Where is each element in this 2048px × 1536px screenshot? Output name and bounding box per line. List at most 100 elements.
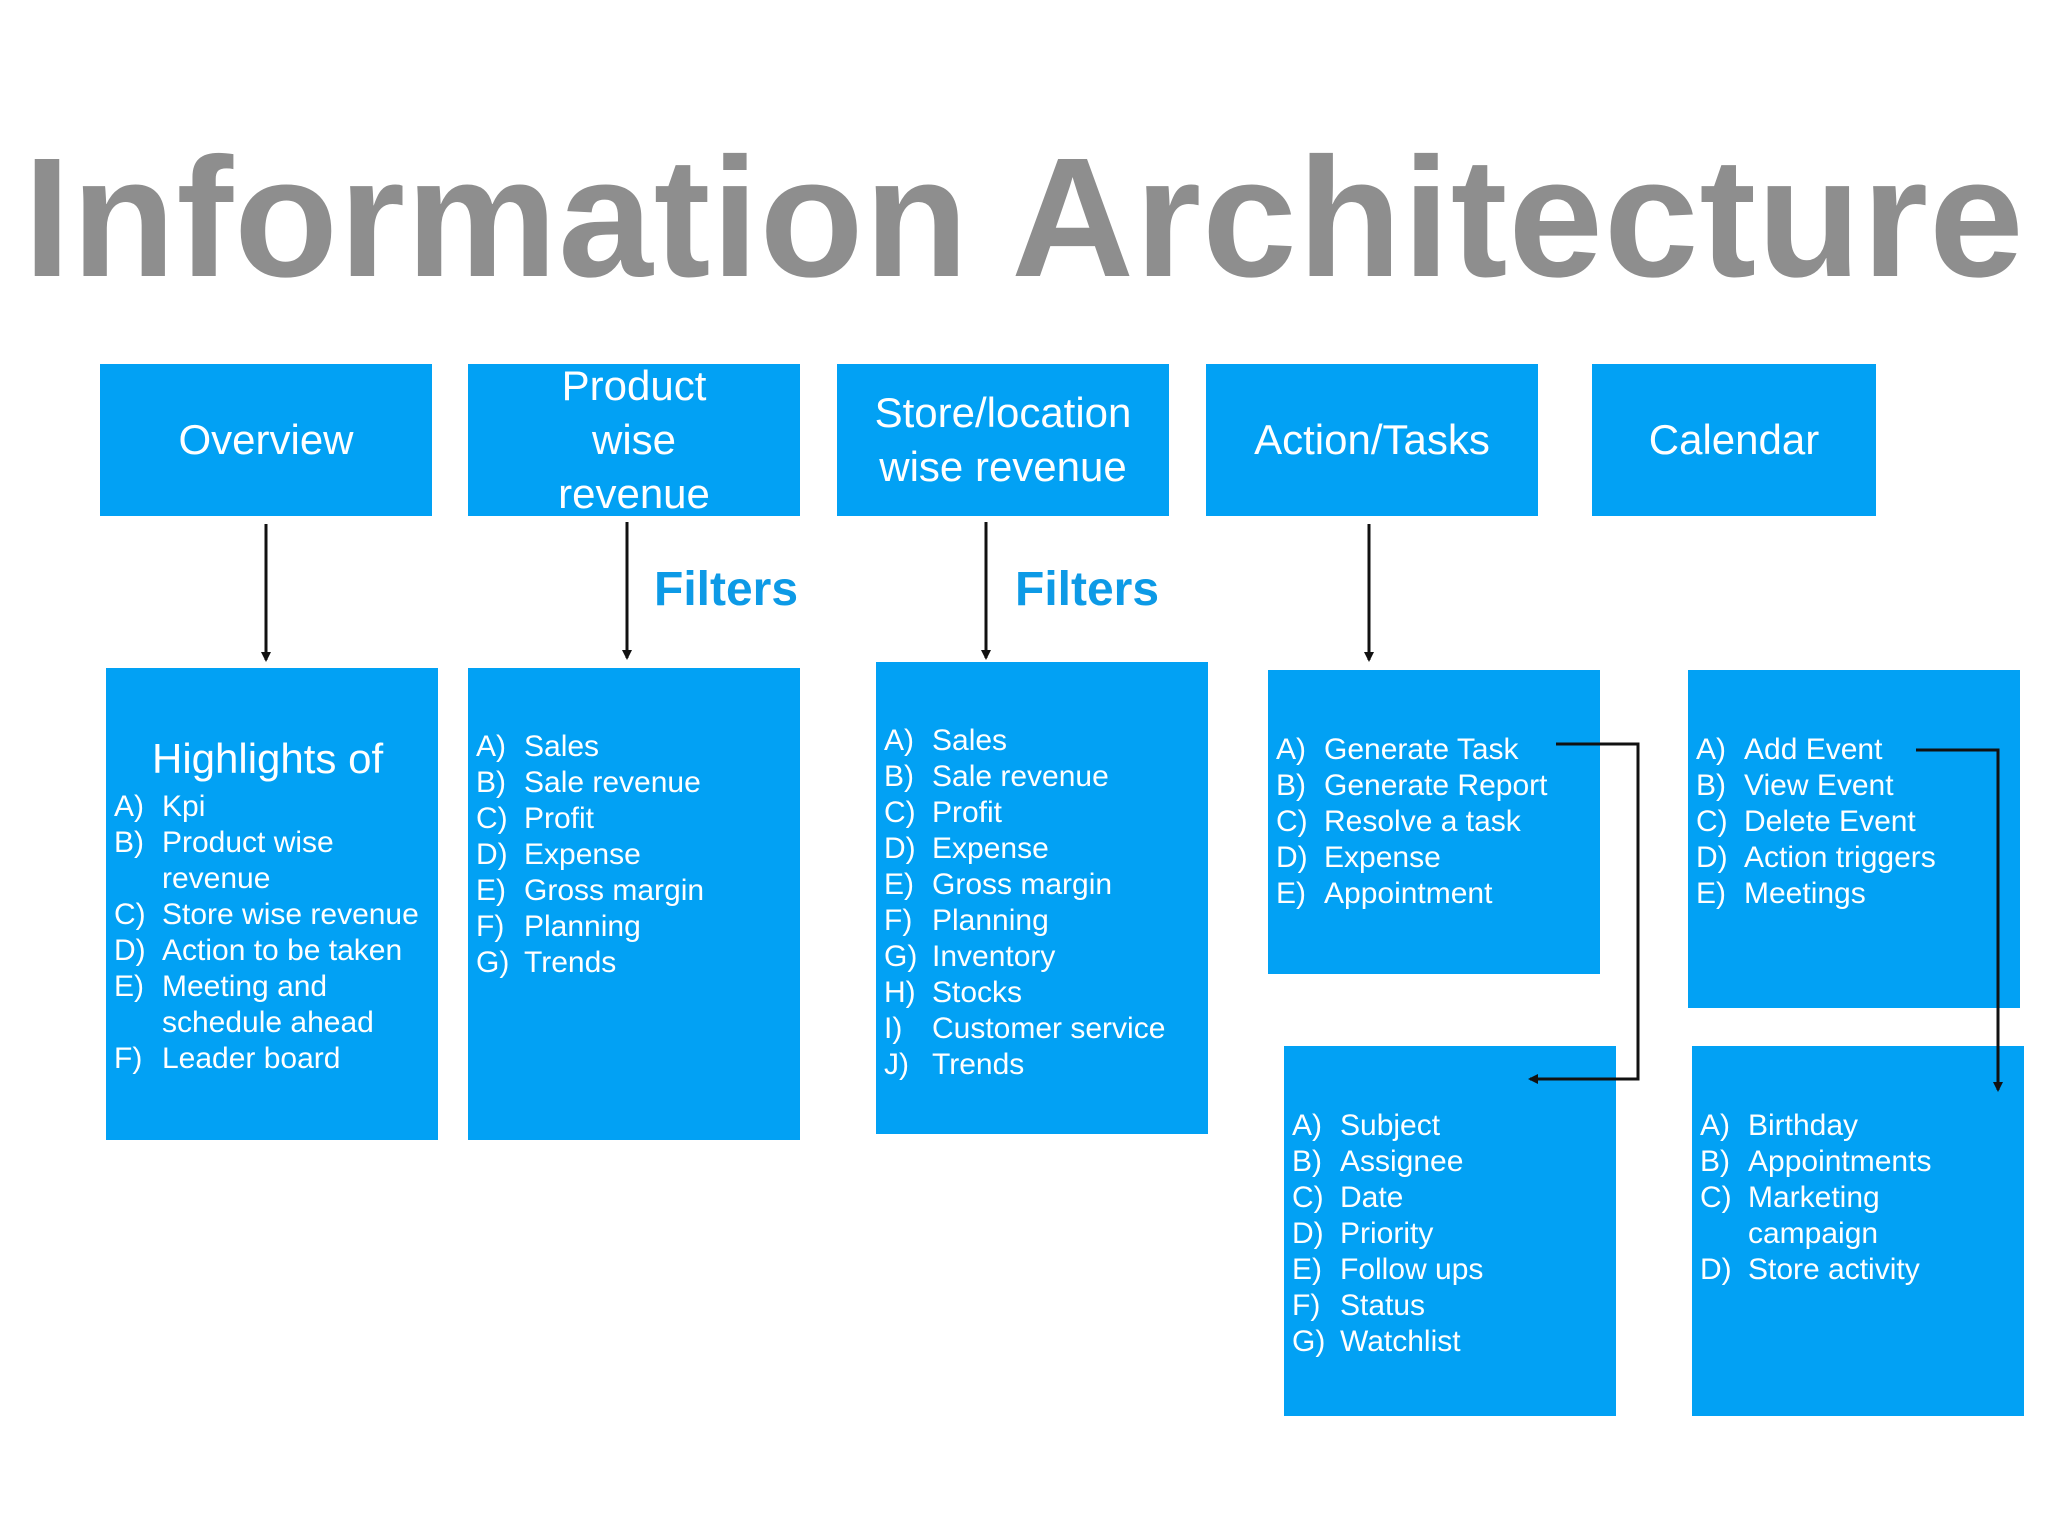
list-item: C)Date (1292, 1180, 1608, 1216)
list-item: D)Action to be taken (114, 933, 430, 969)
item-marker: C) (476, 802, 508, 835)
item-text: Watchlist (1340, 1325, 1461, 1358)
item-marker: C) (884, 796, 916, 829)
item-text: Expense (932, 832, 1049, 865)
list-item: A)Add Event (1696, 732, 2012, 768)
item-marker: F) (476, 910, 505, 943)
item-text: Planning (932, 904, 1049, 937)
list-item: C)Profit (884, 795, 1200, 831)
list-item: E) Gross margin (476, 873, 792, 909)
item-marker: B) (1696, 769, 1726, 802)
item-text: Expense (524, 838, 641, 871)
list-item: I)Customer service (884, 1011, 1200, 1047)
item-text: Expense (1324, 841, 1441, 874)
list-item: A)Sales (476, 729, 792, 765)
item-marker: E) (1292, 1253, 1322, 1286)
item-text: Generate Task (1324, 733, 1519, 766)
item-marker: D) (1700, 1253, 1732, 1286)
item-marker: C) (1696, 805, 1728, 838)
list-item: C) Profit (476, 801, 792, 837)
product-detail-box: A)Sales B)Sale revenue C)Profit D)Expens… (468, 668, 800, 1140)
item-marker: A) (1276, 733, 1306, 766)
item-marker: D) (476, 838, 508, 871)
list-item: A)Birthday (1700, 1108, 2016, 1144)
item-marker: B) (476, 766, 506, 799)
product-filters-label: Filters (654, 563, 799, 616)
item-text: View Event (1744, 769, 1894, 802)
store-filters-label: Filters (1015, 563, 1160, 616)
item-text: Date (1340, 1181, 1404, 1214)
item-marker: F) (114, 1042, 143, 1075)
list-item: F)Leader board (114, 1041, 430, 1077)
arrow-task-to-fields (1528, 742, 1640, 1084)
item-text: Sale revenue (932, 760, 1109, 793)
item-text: Gross margin (524, 874, 705, 907)
list-item: A)Kpi (114, 789, 430, 825)
item-marker: E) (1276, 877, 1306, 910)
item-marker: E) (884, 868, 914, 901)
item-text: Trends (932, 1048, 1025, 1081)
item-text: Meeting and schedule ahead (162, 970, 374, 1039)
item-marker: A) (476, 730, 506, 763)
item-marker: G) (884, 940, 918, 973)
item-marker: A) (1292, 1109, 1322, 1142)
arrow-event-to-types (1916, 748, 2003, 1092)
event-types-list: A)Birthday B)Appointments C)Marketing ca… (1700, 1108, 2016, 1288)
item-text: Status (1340, 1289, 1426, 1322)
item-marker: C) (1276, 805, 1308, 838)
header-calendar: Calendar (1592, 364, 1876, 516)
header-action-tasks-label: Action/Tasks (1254, 416, 1490, 463)
list-item: C)Marketing campaign (1700, 1180, 2016, 1252)
tasks-list: A)Generate Task B)Generate Report C)Reso… (1276, 732, 1592, 912)
list-item: F)Status (1292, 1288, 1608, 1324)
overview-lead: Highlights of (152, 735, 384, 782)
item-text: Profit (524, 802, 595, 835)
list-item: G)Inventory (884, 939, 1200, 975)
item-text: Planning (524, 910, 641, 943)
overview-list: A)Kpi B) Product wise revenue C) Store wis… (114, 789, 430, 1077)
tasks-detail-box: A)Generate Task B)Generate Report C)Reso… (1268, 670, 1600, 974)
list-item: E)Follow ups (1292, 1252, 1608, 1288)
item-text: Gross margin (932, 868, 1113, 901)
item-marker: B) (1292, 1145, 1322, 1178)
task-fields-box: A)Subject B)Assignee C)Date D)Priority E… (1284, 1046, 1616, 1416)
item-marker: G) (476, 946, 510, 979)
header-overview-label: Overview (178, 416, 354, 463)
item-marker: E) (476, 874, 506, 907)
task-fields-list: A)Subject B)Assignee C)Date D)Priority E… (1292, 1108, 1608, 1360)
list-item: A) Subject (1292, 1108, 1608, 1144)
list-item: F)Planning (884, 903, 1200, 939)
item-marker: D) (1292, 1217, 1324, 1250)
item-text: Meetings (1744, 877, 1866, 910)
item-text: Birthday (1748, 1109, 1859, 1142)
item-text: Marketing campaign (1748, 1181, 1880, 1250)
item-marker: E) (114, 970, 144, 1003)
item-marker: G) (1292, 1325, 1326, 1358)
item-text: Add Event (1744, 733, 1883, 766)
item-text: Subject (1340, 1109, 1441, 1142)
item-marker: C) (114, 898, 146, 931)
list-item: G) Watchlist (1292, 1324, 1608, 1360)
list-item: C) Store wise revenue (114, 897, 430, 933)
list-item: D)Expense (1276, 840, 1592, 876)
header-overview: Overview (100, 364, 432, 516)
list-item: E) Gross margin (884, 867, 1200, 903)
calendar-detail-box: A)Add Event B)View Event C)Delete Event … (1688, 670, 2020, 1008)
store-list: A)Sales B)Sale revenue C)Profit D)Expens… (884, 723, 1200, 1083)
item-text: Product wise revenue (162, 826, 334, 895)
item-text: Assignee (1340, 1145, 1464, 1178)
item-text: Kpi (162, 790, 206, 823)
list-item: E)Appointment (1276, 876, 1592, 912)
list-item: F) Planning (476, 909, 792, 945)
list-item: D)Action triggers (1696, 840, 2012, 876)
list-item: B)Appointments (1700, 1144, 2016, 1180)
list-item: A) Generate Task (1276, 732, 1592, 768)
list-item: D)Expense (884, 831, 1200, 867)
list-item: B) Product wise revenue (114, 825, 430, 897)
item-text: Store wise revenue (162, 898, 419, 931)
list-item: C)Delete Event (1696, 804, 2012, 840)
item-marker: B) (884, 760, 914, 793)
item-marker: B) (114, 826, 144, 859)
item-marker: B) (1700, 1145, 1730, 1178)
